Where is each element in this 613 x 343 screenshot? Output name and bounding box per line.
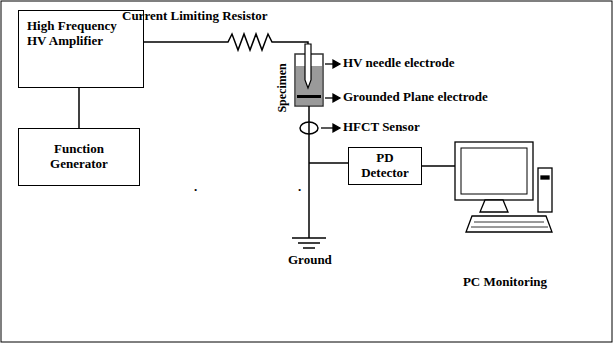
node-text: Function Generator <box>39 142 119 172</box>
node-text: High Frequency HV Amplifier <box>27 19 133 49</box>
component-label: Current Limiting Resistor <box>122 9 268 24</box>
part-label: Specimen <box>276 63 290 112</box>
resistor-symbol <box>140 34 308 50</box>
hfct-sensor <box>300 122 318 134</box>
connector-wire <box>79 88 80 128</box>
stray-mark: . <box>298 180 301 195</box>
node-text: PC Monitoring <box>460 275 550 290</box>
ground-symbol <box>292 238 326 248</box>
node-text: PD Detector <box>352 151 418 181</box>
detector-box: PD Detector <box>348 147 422 185</box>
plane-electrode <box>297 95 321 98</box>
pc-node: PC Monitoring <box>455 140 555 290</box>
needle-electrode <box>305 44 311 88</box>
part-label: HV needle electrode <box>343 56 454 71</box>
part-label: Grounded Plane electrode <box>343 90 488 105</box>
ground-wire <box>308 106 310 238</box>
part-label: HFCT Sensor <box>343 120 420 135</box>
sensor-wire <box>309 162 348 164</box>
pointer-arrows <box>321 60 340 132</box>
stray-mark: . <box>194 180 197 195</box>
generator-box: Function Generator <box>18 128 140 186</box>
pc-icon <box>455 142 552 232</box>
part-label: Ground <box>288 253 332 268</box>
connector-wire <box>422 165 455 166</box>
